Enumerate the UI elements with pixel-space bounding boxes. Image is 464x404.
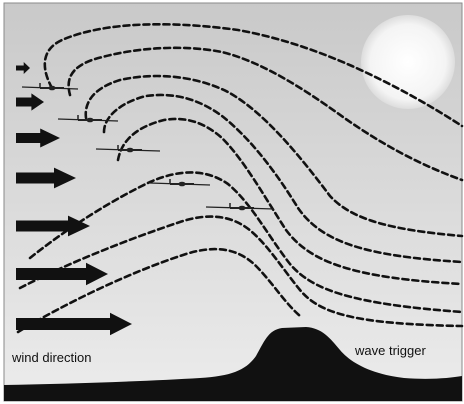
wave-trigger-label: wave trigger	[355, 343, 426, 358]
wind-direction-label: wind direction	[12, 350, 92, 365]
sun-icon	[361, 15, 455, 109]
